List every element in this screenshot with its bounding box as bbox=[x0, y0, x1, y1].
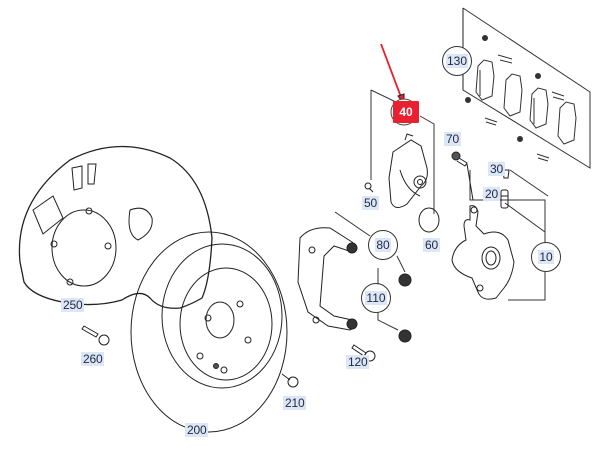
splash-shield bbox=[18, 145, 213, 309]
parking-brake-motor bbox=[388, 133, 428, 208]
brake-disc bbox=[130, 231, 288, 433]
callout-130[interactable]: 130 bbox=[442, 46, 472, 76]
callout-10[interactable]: 10 bbox=[531, 242, 561, 272]
part-label-130: 130 bbox=[445, 54, 469, 68]
part-label-70[interactable]: 70 bbox=[444, 132, 461, 146]
part-label-50[interactable]: 50 bbox=[362, 196, 379, 210]
brake-pad-kit-panel bbox=[462, 7, 591, 169]
pointer-arrow bbox=[380, 43, 405, 106]
bleeder-valve-20 bbox=[500, 189, 509, 209]
callout-40-selected[interactable]: 40 bbox=[393, 101, 419, 123]
part-label-200[interactable]: 200 bbox=[185, 423, 209, 437]
part-label-250[interactable]: 250 bbox=[61, 298, 85, 312]
screw-50 bbox=[364, 182, 374, 193]
part-label-210[interactable]: 210 bbox=[283, 396, 307, 410]
brake-caliper bbox=[451, 205, 515, 300]
part-label-20[interactable]: 20 bbox=[483, 187, 500, 201]
callout-110[interactable]: 110 bbox=[361, 283, 391, 313]
screw-210 bbox=[281, 373, 299, 388]
callout-80[interactable]: 80 bbox=[368, 230, 398, 260]
bushing-110 bbox=[398, 273, 412, 343]
o-ring-60 bbox=[418, 207, 440, 233]
part-label-60[interactable]: 60 bbox=[423, 238, 440, 252]
part-label-120[interactable]: 120 bbox=[346, 355, 370, 369]
bolt-260 bbox=[81, 325, 110, 346]
carrier-leader-lines bbox=[334, 211, 406, 331]
part-label-40: 40 bbox=[399, 105, 413, 119]
part-label-110: 110 bbox=[365, 291, 387, 305]
guide-pin-70 bbox=[451, 151, 474, 201]
part-label-10: 10 bbox=[538, 250, 554, 264]
caliper-carrier bbox=[297, 227, 358, 331]
part-label-80: 80 bbox=[375, 238, 391, 252]
part-label-260[interactable]: 260 bbox=[81, 352, 105, 366]
part-label-30[interactable]: 30 bbox=[488, 162, 505, 176]
